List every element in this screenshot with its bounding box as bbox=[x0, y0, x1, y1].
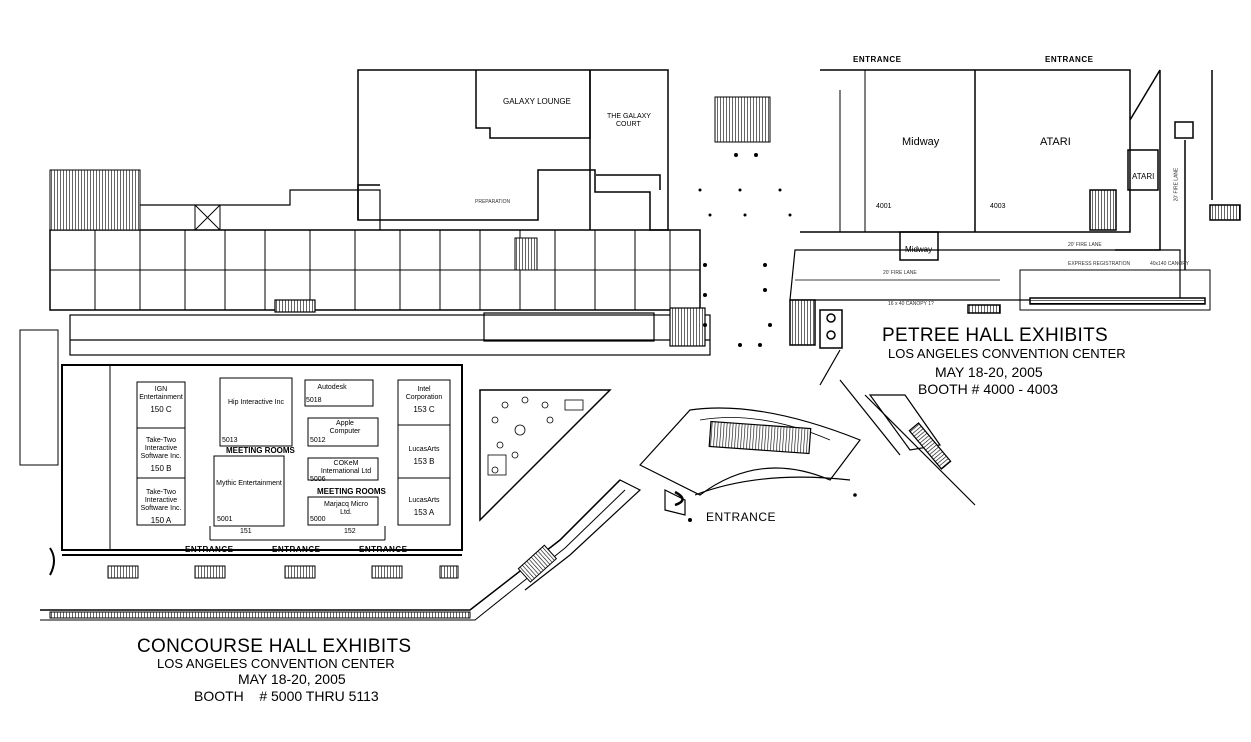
petree-booths: BOOTH # 4000 - 4003 bbox=[918, 381, 1059, 397]
ramp bbox=[524, 479, 642, 591]
entrance-top-2[interactable]: ENTRANCE bbox=[1045, 55, 1094, 64]
exhibitor-apple[interactable]: Apple Computer bbox=[329, 420, 361, 436]
preparation-label: PREPARATION bbox=[475, 199, 511, 205]
meeting-rooms-label-2: MEETING ROOMS bbox=[317, 487, 386, 496]
exhibitor-cokem[interactable]: COKeM International Ltd bbox=[320, 460, 372, 476]
petree-title: PETREE HALL EXHIBITS bbox=[882, 325, 1108, 346]
fan-lobby bbox=[639, 349, 976, 516]
central-stair bbox=[714, 96, 771, 143]
canopy-label-1: 16 x 40 CANOPY 1? bbox=[888, 301, 934, 307]
entrance-bottom-1[interactable]: ENTRANCE bbox=[185, 545, 234, 554]
booth-152: 152 bbox=[344, 528, 356, 535]
concourse-upper-grid bbox=[49, 229, 701, 311]
galaxy-court-label-2: COURT bbox=[616, 121, 641, 128]
fire-lane-label-1: 20' FIRE LANE bbox=[883, 270, 917, 276]
booth-4001: 4001 bbox=[876, 203, 892, 210]
entrance-bottom-2[interactable]: ENTRANCE bbox=[272, 545, 321, 554]
canopy-label-2: 40x140 CANOPY bbox=[1150, 261, 1189, 267]
stair-block-left bbox=[49, 169, 141, 231]
corridor bbox=[69, 299, 711, 356]
galaxy-court-label-1: THE GALAXY bbox=[607, 113, 651, 120]
concourse-dates: MAY 18-20, 2005 bbox=[238, 671, 346, 687]
meeting-rooms-label-1: MEETING ROOMS bbox=[226, 446, 295, 455]
exhibitor-autodesk[interactable]: Autodesk bbox=[317, 384, 347, 391]
galaxy-lounge-label: GALAXY LOUNGE bbox=[503, 97, 571, 106]
exhibitor-hip-booth: 5013 bbox=[222, 437, 238, 444]
exhibitor-apple-booth: 5012 bbox=[310, 437, 326, 444]
exhibitor-autodesk-booth: 5018 bbox=[306, 397, 322, 404]
entrance-bottom-3[interactable]: ENTRANCE bbox=[359, 545, 408, 554]
lobby-triangle bbox=[479, 389, 612, 522]
midway-label: Midway bbox=[902, 136, 940, 148]
concourse-hall bbox=[19, 329, 626, 621]
exhibitor-taketwo-a[interactable]: Take-Two Interactive Software Inc.150 A bbox=[140, 489, 182, 526]
columns bbox=[688, 153, 857, 522]
petree-hall bbox=[789, 69, 1241, 349]
entrance-mid[interactable]: ENTRANCE bbox=[706, 510, 777, 524]
exhibitor-taketwo-b[interactable]: Take-Two Interactive Software Inc.150 B bbox=[140, 437, 182, 474]
petree-dates: MAY 18-20, 2005 bbox=[935, 364, 1043, 380]
fire-lane-label-3: 20' FIRE LANE bbox=[1173, 167, 1180, 202]
exhibitor-mythic-booth: 5001 bbox=[217, 516, 233, 523]
concourse-booths: BOOTH # 5000 THRU 5113 bbox=[194, 688, 379, 704]
midway-small-label: Midway bbox=[905, 245, 933, 254]
petree-venue: LOS ANGELES CONVENTION CENTER bbox=[888, 346, 1126, 361]
concourse-venue: LOS ANGELES CONVENTION CENTER bbox=[157, 656, 395, 671]
exhibitor-majesco-booth: 5000 bbox=[310, 516, 326, 523]
booth-4003: 4003 bbox=[990, 203, 1006, 210]
concourse-title: CONCOURSE HALL EXHIBITS bbox=[137, 636, 412, 657]
atari-label: ATARI bbox=[1040, 136, 1071, 148]
fire-lane-label-2: 20' FIRE LANE bbox=[1068, 242, 1102, 248]
express-registration-label: EXPRESS REGISTRATION bbox=[1068, 261, 1131, 267]
exhibitor-mythic[interactable]: Mythic Entertainment bbox=[216, 480, 282, 487]
galaxy-building bbox=[357, 69, 669, 231]
exhibitor-cokem-booth: 5006 bbox=[310, 476, 326, 483]
exhibitor-hip[interactable]: Hip Interactive Inc bbox=[227, 399, 285, 406]
atari-small-label: ATARI bbox=[1132, 172, 1155, 181]
entrance-top-1[interactable]: ENTRANCE bbox=[853, 55, 902, 64]
exhibitor-majesco[interactable]: Marjacq Micro Ltd. bbox=[324, 501, 368, 517]
escalator-grid bbox=[514, 237, 538, 271]
booth-151: 151 bbox=[240, 528, 252, 535]
